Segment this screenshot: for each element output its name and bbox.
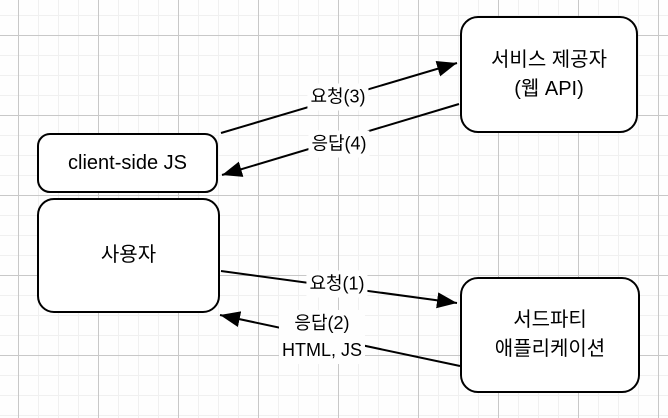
edge-label-response-2: 응답(2) [294, 313, 350, 333]
node-service-provider-label-line1: 서비스 제공자 [491, 48, 607, 71]
node-user-label: 사용자 [100, 244, 157, 266]
edge-label-html-js: HTML, JS [281, 340, 363, 360]
node-third-party-app-label-line2: 애플리케이션 [494, 338, 606, 360]
edge-label-request-1: 요청(1) [306, 270, 368, 298]
node-third-party-app-label-line1: 서드파티 [513, 309, 587, 331]
edge-label-response-2-block: 응답(2) HTML, JS [278, 310, 366, 364]
node-third-party-app: 서드파티 애플리케이션 [460, 277, 640, 393]
edge-label-request-3: 요청(3) [307, 83, 369, 111]
node-client-side-js: client-side JS [37, 133, 218, 193]
node-client-side-js-label: client-side JS [68, 151, 187, 174]
edge-label-response-4: 응답(4) [308, 130, 370, 158]
node-user: 사용자 [37, 198, 220, 313]
node-service-provider-label-line2: (웹 API) [514, 77, 584, 100]
node-service-provider: 서비스 제공자 (웹 API) [460, 16, 638, 133]
